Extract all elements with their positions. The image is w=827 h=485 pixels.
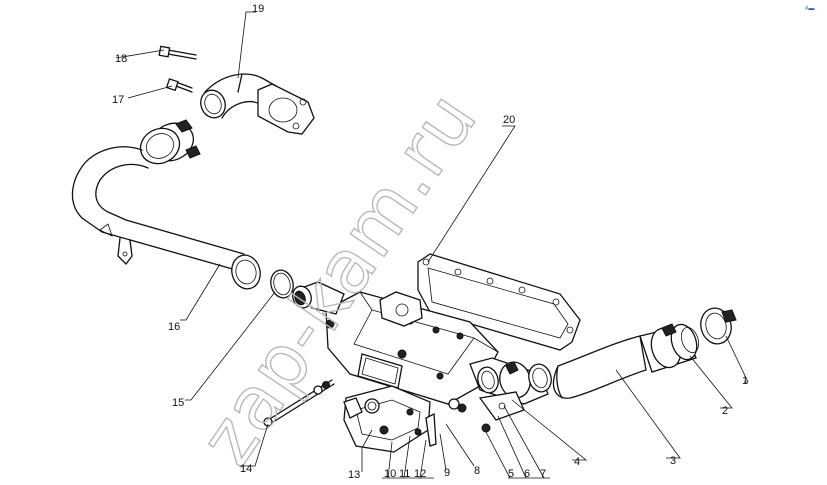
upper-hose-clamp xyxy=(139,119,201,165)
callout-9: 9 xyxy=(444,467,450,479)
callout-14: 14 xyxy=(240,463,252,475)
part-15-o-ring xyxy=(270,269,294,299)
callout-13: 13 xyxy=(348,469,360,481)
callout-18: 18 xyxy=(115,53,127,65)
callout-4: 4 xyxy=(574,456,580,468)
part-1-hose-clamp xyxy=(700,307,737,345)
callout-5: 5 xyxy=(508,468,514,480)
callout-11: 11 xyxy=(399,468,410,480)
callout-2: 2 xyxy=(722,405,728,417)
part-19-elbow-pipe xyxy=(200,73,315,135)
leader-lines xyxy=(115,11,749,479)
callout-3: 3 xyxy=(670,455,676,467)
part-14-bolt xyxy=(263,379,335,427)
part-3-curved-hose xyxy=(553,335,647,399)
callout-1: 1 xyxy=(742,375,748,387)
part-18-bolt xyxy=(158,45,197,60)
callout-17: 17 xyxy=(112,94,124,106)
corner-mark: #▬ xyxy=(805,6,814,12)
callout-labels: 19 18 17 20 16 15 14 13 10 11 12 9 8 5 6… xyxy=(112,3,748,481)
part-16-long-pipe xyxy=(71,146,261,290)
part-17-bolt xyxy=(165,78,193,93)
callout-16: 16 xyxy=(168,321,180,333)
callout-19: 19 xyxy=(252,3,264,15)
callout-6: 6 xyxy=(524,468,530,480)
cooler-body xyxy=(292,281,552,453)
callout-7: 7 xyxy=(540,468,546,480)
part-2-sleeve-clamp xyxy=(639,323,700,373)
callout-10: 10 xyxy=(384,468,396,480)
callout-12: 12 xyxy=(414,468,426,480)
part-20-cover-gasket xyxy=(417,253,581,351)
callout-15: 15 xyxy=(172,397,184,409)
callout-20: 20 xyxy=(503,114,515,126)
callout-8: 8 xyxy=(474,465,480,477)
